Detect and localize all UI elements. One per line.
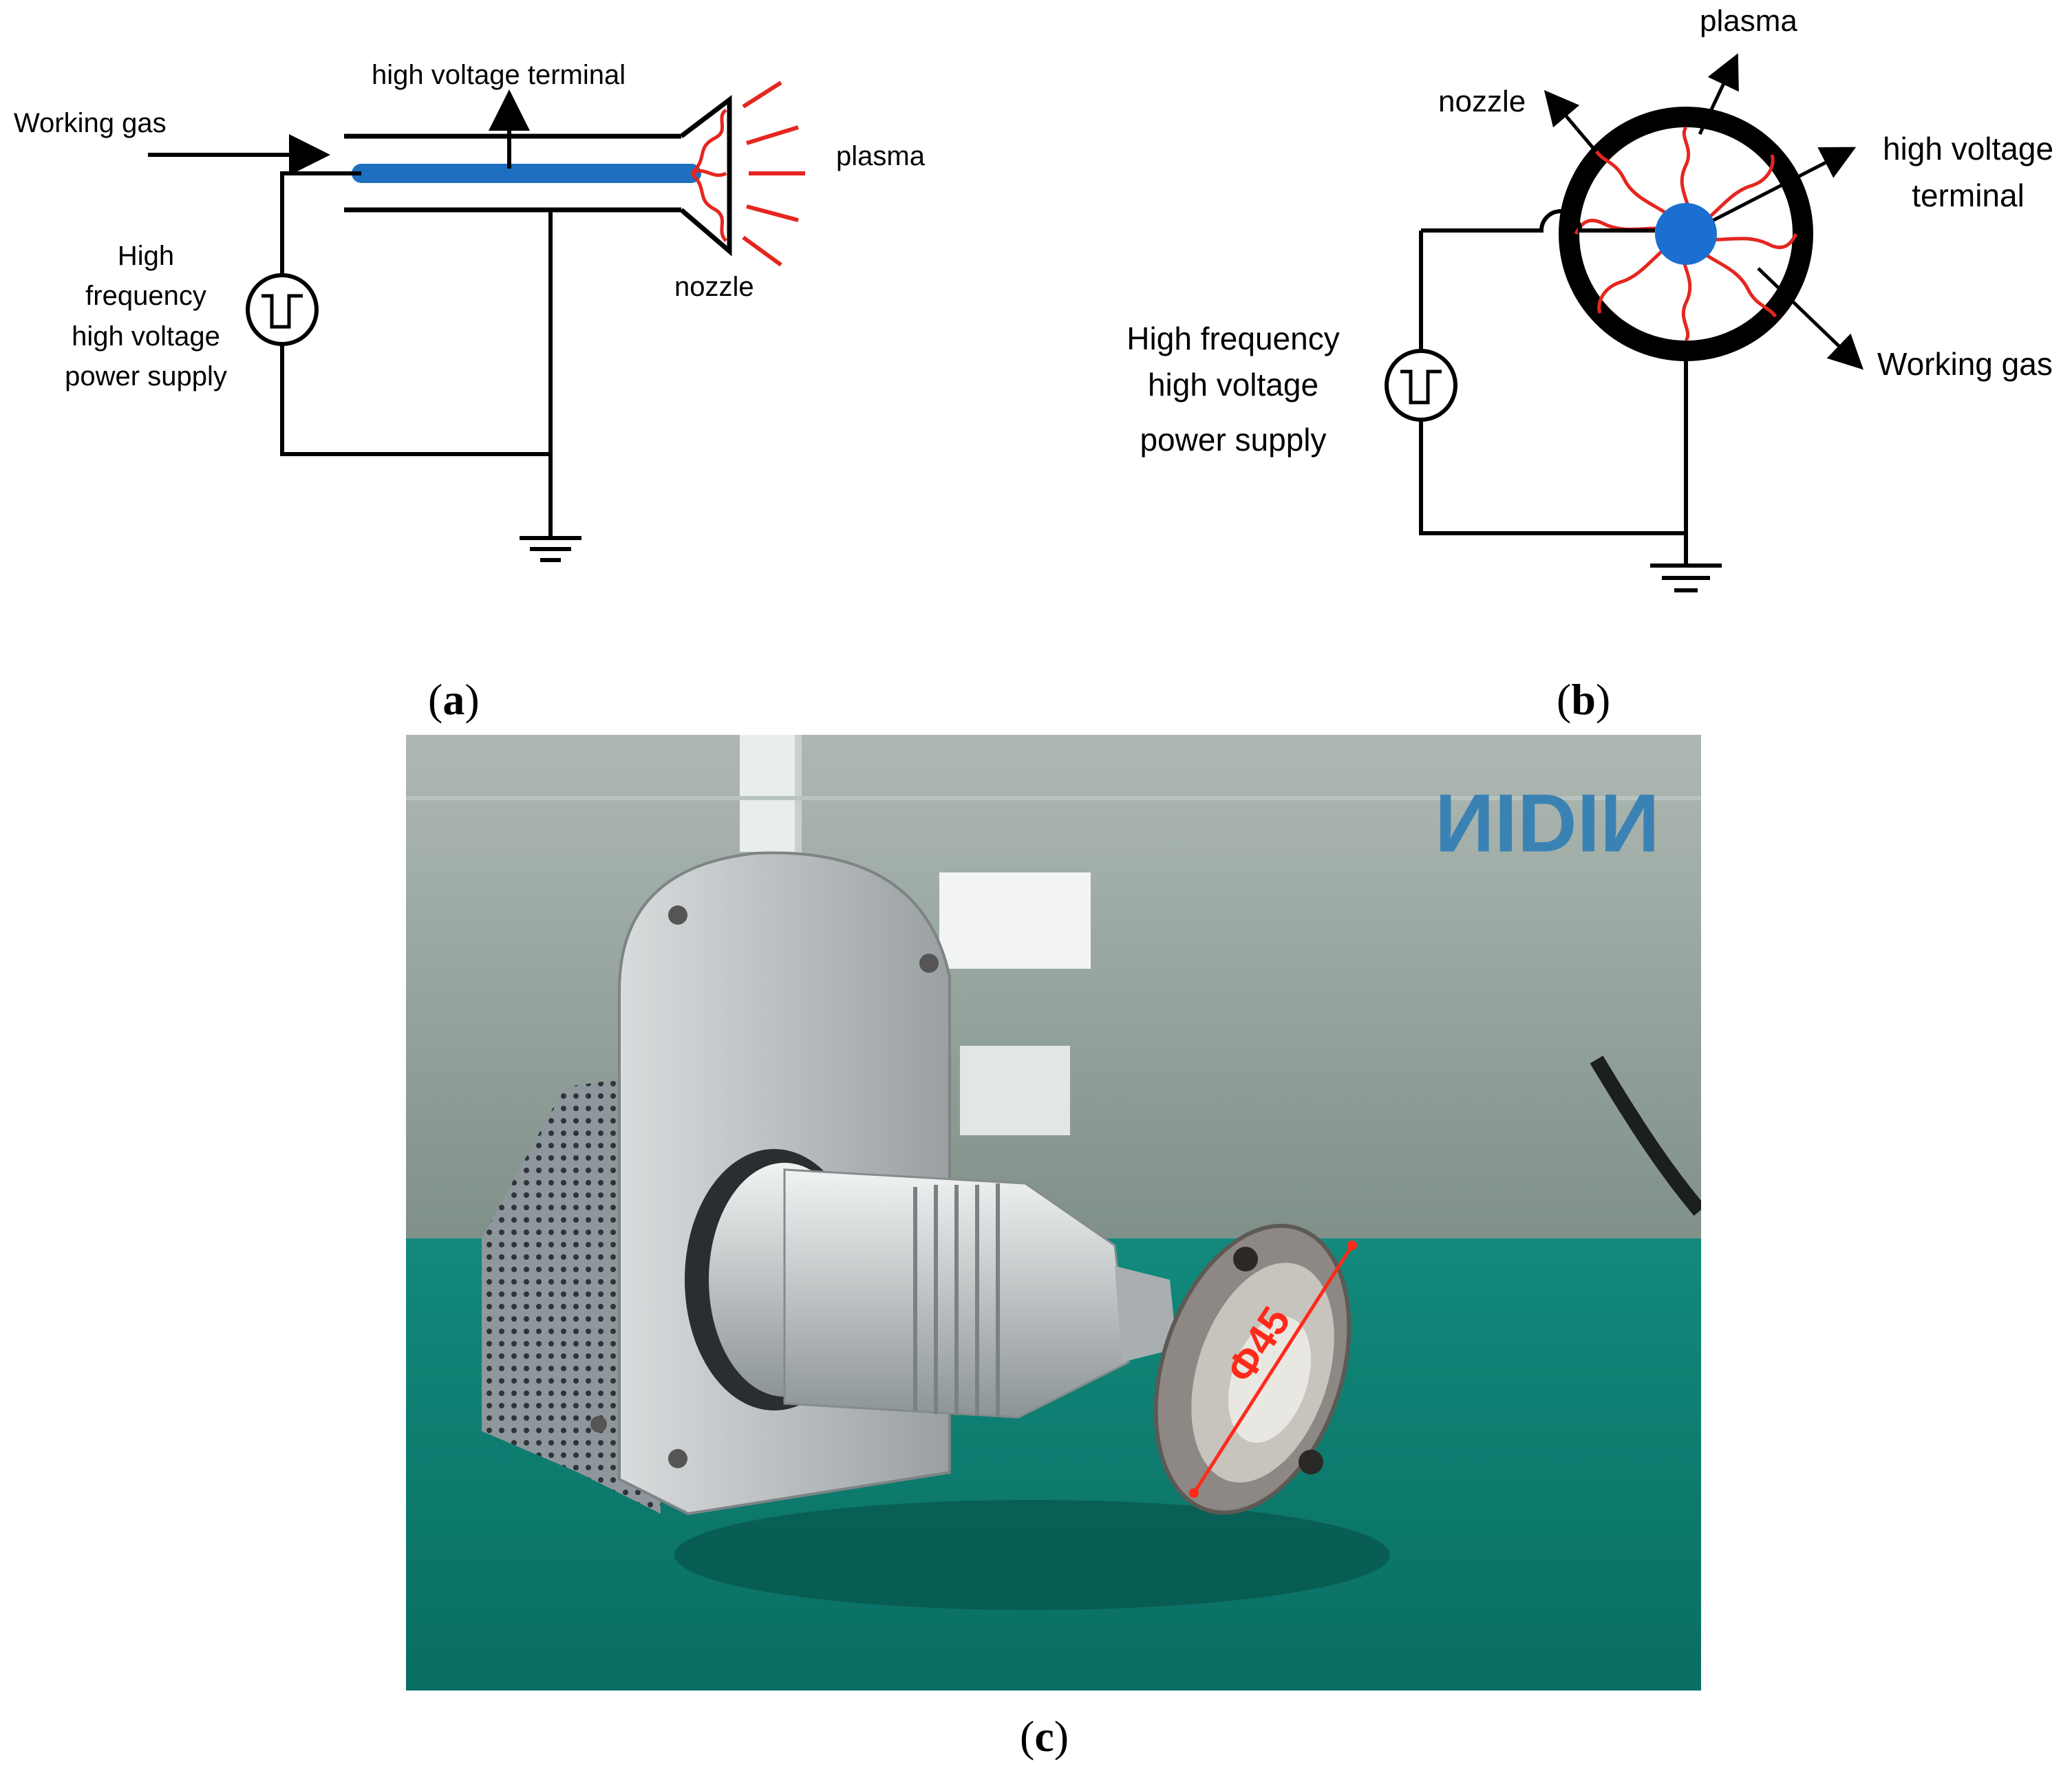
label-supply-line: frequency <box>85 281 206 311</box>
label-plasma: plasma <box>836 141 926 171</box>
screw-icon <box>590 1416 607 1432</box>
plasma-ray <box>746 125 799 145</box>
photo-window <box>960 1046 1070 1135</box>
dimension-line <box>1192 1244 1354 1494</box>
plasma-ray <box>742 80 782 109</box>
plasma-wave <box>690 169 727 178</box>
screw-icon <box>668 1449 687 1468</box>
circuit-wire <box>280 171 361 275</box>
caption-b: (b) <box>1557 675 1610 724</box>
label-working-gas: Working gas <box>14 108 167 138</box>
diagram-a: Working gas high voltage terminal plasma… <box>14 60 926 562</box>
plasma-wave <box>690 172 727 242</box>
screw-icon <box>919 954 939 973</box>
label-supply-line: High <box>118 241 174 271</box>
center-electrode <box>1655 203 1717 265</box>
photo-wall-logo: NIDIN <box>1435 777 1660 869</box>
label-supply-line: high voltage <box>1148 367 1318 402</box>
label-nozzle: nozzle <box>1438 85 1526 118</box>
label-hv-terminal: terminal <box>1912 178 2025 213</box>
nozzle-arrow <box>1544 89 1594 149</box>
working-gas-arrow <box>1757 267 1864 370</box>
plasma-ray <box>746 204 799 222</box>
ground-icon <box>1650 564 1722 592</box>
caption-a: (a) <box>428 675 480 724</box>
label-working-gas: Working gas <box>1877 346 2053 382</box>
circuit-wire <box>1419 420 1686 535</box>
label-nozzle: nozzle <box>674 272 754 302</box>
plasma-wave <box>690 108 727 175</box>
ground-icon <box>520 536 581 562</box>
photo-window <box>939 872 1091 969</box>
diagram-b: plasma nozzle high voltage terminal Work… <box>1126 4 2053 592</box>
caption-c: (c) <box>1020 1712 1069 1761</box>
circuit-wire <box>280 344 551 456</box>
square-wave-icon <box>261 294 303 329</box>
power-supply-icon <box>1385 349 1457 422</box>
device-housing-side <box>482 1073 661 1514</box>
photo-window <box>740 735 795 852</box>
nozzle-flare <box>679 94 732 257</box>
label-hv-terminal: high voltage terminal <box>372 60 626 90</box>
screw-icon <box>668 905 687 925</box>
photo-cable <box>1590 1055 1701 1216</box>
plasma-ray <box>742 235 782 267</box>
power-supply-icon <box>246 273 319 346</box>
label-supply-line: power supply <box>65 361 227 391</box>
label-plasma: plasma <box>1700 4 1797 38</box>
label-supply-line: power supply <box>1140 422 1326 458</box>
square-wave-icon <box>1400 369 1442 405</box>
label-hv-terminal: high voltage <box>1883 131 2053 167</box>
label-supply-line: high voltage <box>72 321 220 352</box>
photo-c: NIDIN <box>406 735 1701 1690</box>
hv-terminal-arrow <box>1712 147 1857 222</box>
label-supply-line: High frequency <box>1126 321 1339 356</box>
nozzle-ring <box>1559 107 1813 361</box>
plasma-arrow <box>1698 53 1739 136</box>
circuit-wire <box>1421 209 1655 233</box>
